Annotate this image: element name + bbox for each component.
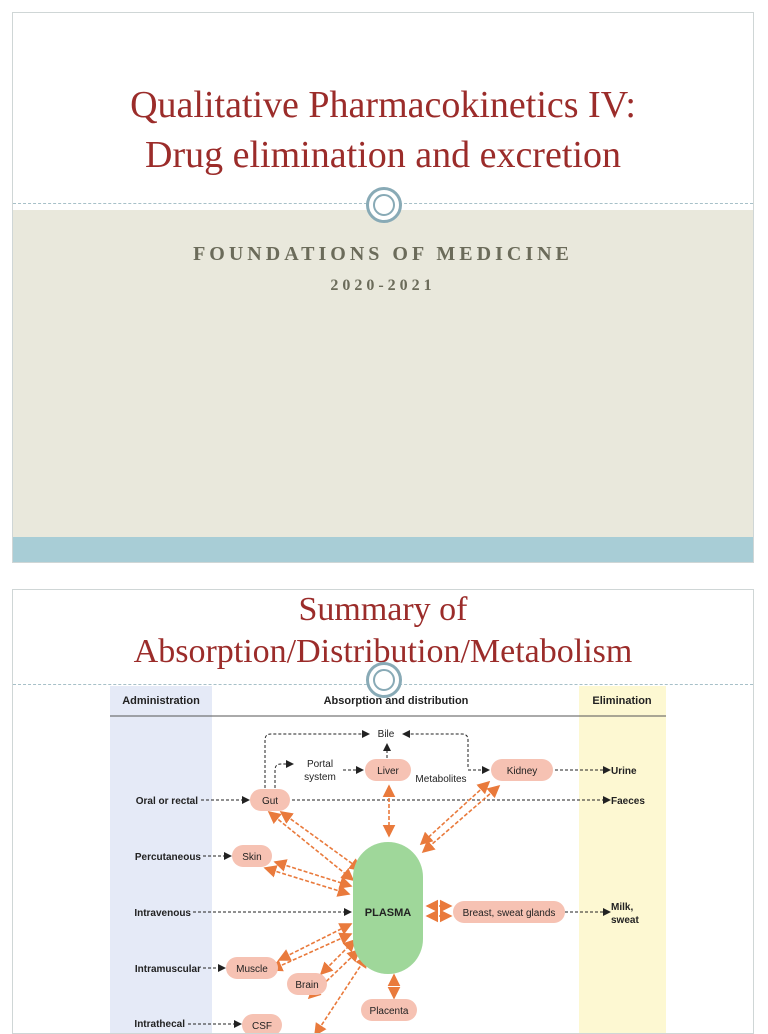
arrow-gut-plasma <box>279 811 363 871</box>
route-oral: Oral or rectal <box>136 796 198 807</box>
arrow-gut-plasma-2 <box>267 810 355 882</box>
node-placenta-label: Placenta <box>370 1006 409 1017</box>
output-milk-line1: Milk, <box>611 902 633 913</box>
route-intrathecal: Intrathecal <box>134 1019 185 1030</box>
arrow-kidney-plasma-2 <box>419 780 491 846</box>
course-name: FOUNDATIONS OF MEDICINE <box>193 243 573 265</box>
route-intravenous: Intravenous <box>134 908 191 919</box>
node-muscle-label: Muscle <box>236 964 268 975</box>
subtitle-band <box>13 210 753 537</box>
bile-label: Bile <box>378 729 395 740</box>
summary-slide: Summary of Absorption/Distribution/Metab… <box>12 589 754 1034</box>
output-milk-line2: sweat <box>611 915 639 926</box>
elimination-column <box>579 686 666 1033</box>
output-faeces: Faeces <box>611 796 645 807</box>
header-absorption: Absorption and distribution <box>324 695 469 707</box>
node-liver-label: Liver <box>377 766 399 777</box>
arrow-skin-plasma-2 <box>263 865 351 897</box>
node-liver <box>365 759 411 781</box>
node-placenta <box>361 999 417 1021</box>
arrow-gut-bile <box>264 730 370 788</box>
arrow-kidney-plasma <box>421 784 501 854</box>
node-kidney <box>491 759 553 781</box>
footer-bar <box>13 537 753 562</box>
output-urine: Urine <box>611 766 637 777</box>
node-gut <box>250 789 290 811</box>
node-breast-label: Breast, sweat glands <box>463 908 556 919</box>
node-csf-label: CSF <box>252 1021 272 1032</box>
academic-year: 2020-2021 <box>330 277 436 294</box>
header-elimination: Elimination <box>592 695 652 707</box>
node-plasma <box>353 842 423 974</box>
arrow-gut-portal <box>274 760 294 788</box>
node-muscle <box>226 957 278 979</box>
node-skin-label: Skin <box>242 852 261 863</box>
pharmacokinetics-diagram: Administration Absorption and distributi… <box>110 686 666 1033</box>
node-kidney-label: Kidney <box>507 766 538 777</box>
metabolites-label: Metabolites <box>415 774 466 785</box>
slide-title-line2: Drug elimination and excretion <box>145 134 621 176</box>
node-brain <box>287 973 327 995</box>
slide-title-line1: Summary of <box>298 591 468 628</box>
node-skin <box>232 845 272 867</box>
header-administration: Administration <box>122 695 200 707</box>
portal-label-line2: system <box>304 772 336 783</box>
arrow-csf-plasma-2 <box>314 954 368 1033</box>
circle-ornament-icon <box>366 187 402 223</box>
node-plasma-label: PLASMA <box>365 907 412 919</box>
node-brain-label: Brain <box>295 980 318 991</box>
route-percutaneous: Percutaneous <box>135 852 202 863</box>
title-slide: Qualitative Pharmacokinetics IV: Drug el… <box>12 12 754 563</box>
arrow-metabolites-bile <box>402 730 469 767</box>
node-gut-label: Gut <box>262 796 278 807</box>
arrow-muscle-plasma-2 <box>269 932 353 972</box>
administration-column <box>110 686 212 1033</box>
circle-ornament-icon <box>366 662 402 698</box>
slide-title-line1: Qualitative Pharmacokinetics IV: <box>130 84 636 126</box>
portal-label-line1: Portal <box>307 759 333 770</box>
node-breast <box>453 901 565 923</box>
route-intramuscular: Intramuscular <box>135 964 201 975</box>
